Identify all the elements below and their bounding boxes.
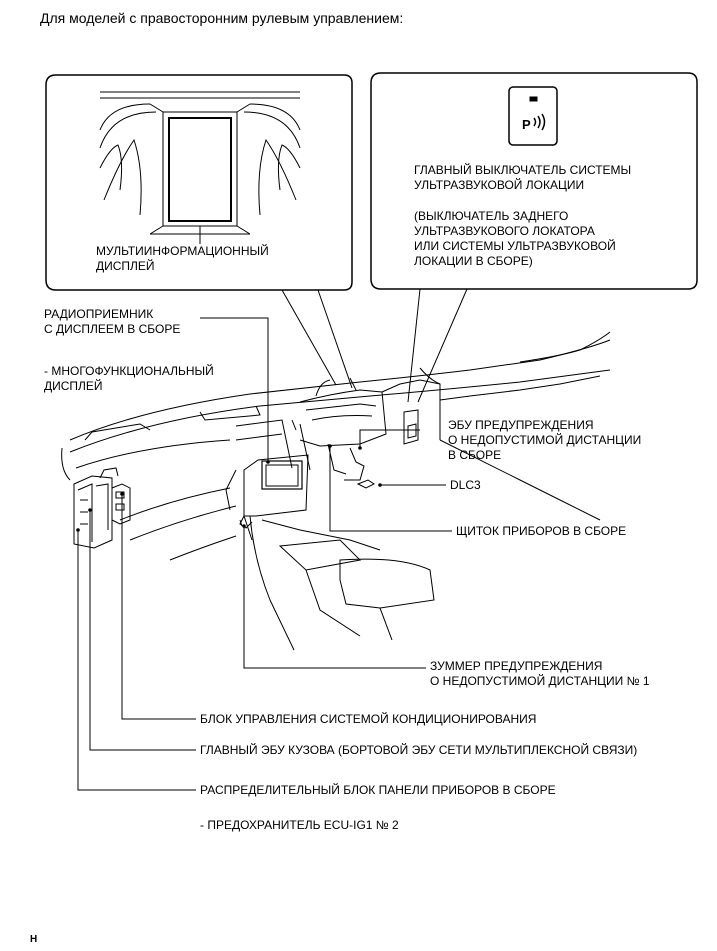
- label-main-body-ecu: ГЛАВНЫЙ ЭБУ КУЗОВА (БОРТОВОЙ ЭБУ СЕТИ МУ…: [200, 743, 638, 757]
- label-line: МУЛЬТИИНФОРМАЦИОННЫЙ: [96, 244, 269, 258]
- label-ac-amplifier: БЛОК УПРАВЛЕНИЯ СИСТЕМОЙ КОНДИЦИОНИРОВАН…: [200, 712, 537, 726]
- label-line: О НЕДОПУСТИМОЙ ДИСТАНЦИИ: [448, 433, 642, 447]
- dashboard-body: [61, 331, 611, 651]
- label-line: ЭБУ ПРЕДУПРЕЖДЕНИЯ: [448, 418, 594, 432]
- label-line: ИЛИ СИСТЕМЫ УЛЬТРАЗВУКОВОЙ: [414, 239, 616, 253]
- leader-lines: [77, 317, 452, 791]
- callout-box-switch: [370, 72, 698, 290]
- page-heading: Для моделей с правосторонним рулевым упр…: [40, 10, 404, 26]
- label-ecu-warning: ЭБУ ПРЕДУПРЕЖДЕНИЯ О НЕДОПУСТИМОЙ ДИСТАН…: [448, 418, 641, 463]
- label-main-switch-note: (ВЫКЛЮЧАТЕЛЬ ЗАДНЕГО УЛЬТРАЗВУКОВОГО ЛОК…: [414, 209, 616, 269]
- label-buzzer: ЗУММЕР ПРЕДУПРЕЖДЕНИЯ О НЕДОПУСТИМОЙ ДИС…: [430, 659, 650, 689]
- label-line: УЛЬТРАЗВУКОВОГО ЛОКАТОРА: [414, 224, 595, 238]
- label-line: ЗУММЕР ПРЕДУПРЕЖДЕНИЯ: [430, 659, 603, 673]
- label-main-switch: ГЛАВНЫЙ ВЫКЛЮЧАТЕЛЬ СИСТЕМЫ УЛЬТРАЗВУКОВ…: [414, 163, 631, 193]
- label-line: В СБОРЕ: [448, 448, 502, 462]
- corner-mark: H: [30, 934, 38, 945]
- label-line: (ВЫКЛЮЧАТЕЛЬ ЗАДНЕГО: [414, 209, 569, 223]
- switch-inset: [508, 86, 558, 146]
- label-line: ЛОКАЦИИ В СБОРЕ): [414, 254, 533, 268]
- label-combination-meter: ЩИТОК ПРИБОРОВ В СБОРЕ: [456, 524, 627, 538]
- label-line: РАДИОПРИЕМНИК: [44, 307, 154, 321]
- junction-block: [73, 467, 131, 549]
- cluster-inset: [99, 91, 301, 244]
- label-multi-display: МУЛЬТИИНФОРМАЦИОННЫЙ ДИСПЛЕЙ: [96, 244, 269, 274]
- label-line: УЛЬТРАЗВУКОВОЙ ЛОКАЦИИ: [414, 178, 585, 192]
- switch-p-symbol: P: [522, 117, 531, 132]
- label-line: ДИСПЛЕЙ: [44, 379, 103, 393]
- sonar-waves-icon: [533, 113, 546, 131]
- label-line: ГЛАВНЫЙ ВЫКЛЮЧАТЕЛЬ СИСТЕМЫ: [414, 163, 632, 177]
- label-dlc3: DLC3: [450, 478, 481, 492]
- label-line: - МНОГОФУНКЦИОНАЛЬНЫЙ: [44, 364, 214, 378]
- label-radio: РАДИОПРИЕМНИК С ДИСПЛЕЕМ В СБОРЕ: [44, 307, 180, 337]
- label-junction-note: - ПРЕДОХРАНИТЕЛЬ ECU-IG1 № 2: [200, 818, 399, 832]
- label-line: ДИСПЛЕЙ: [96, 259, 155, 273]
- label-line: С ДИСПЛЕЕМ В СБОРЕ: [44, 322, 181, 336]
- label-radio-note: - МНОГОФУНКЦИОНАЛЬНЫЙ ДИСПЛЕЙ: [44, 364, 214, 394]
- callout-box-display: [45, 74, 353, 291]
- label-line: О НЕДОПУСТИМОЙ ДИСТАНЦИИ № 1: [430, 674, 650, 688]
- label-junction-block: РАСПРЕДЕЛИТЕЛЬНЫЙ БЛОК ПАНЕЛИ ПРИБОРОВ В…: [200, 783, 556, 797]
